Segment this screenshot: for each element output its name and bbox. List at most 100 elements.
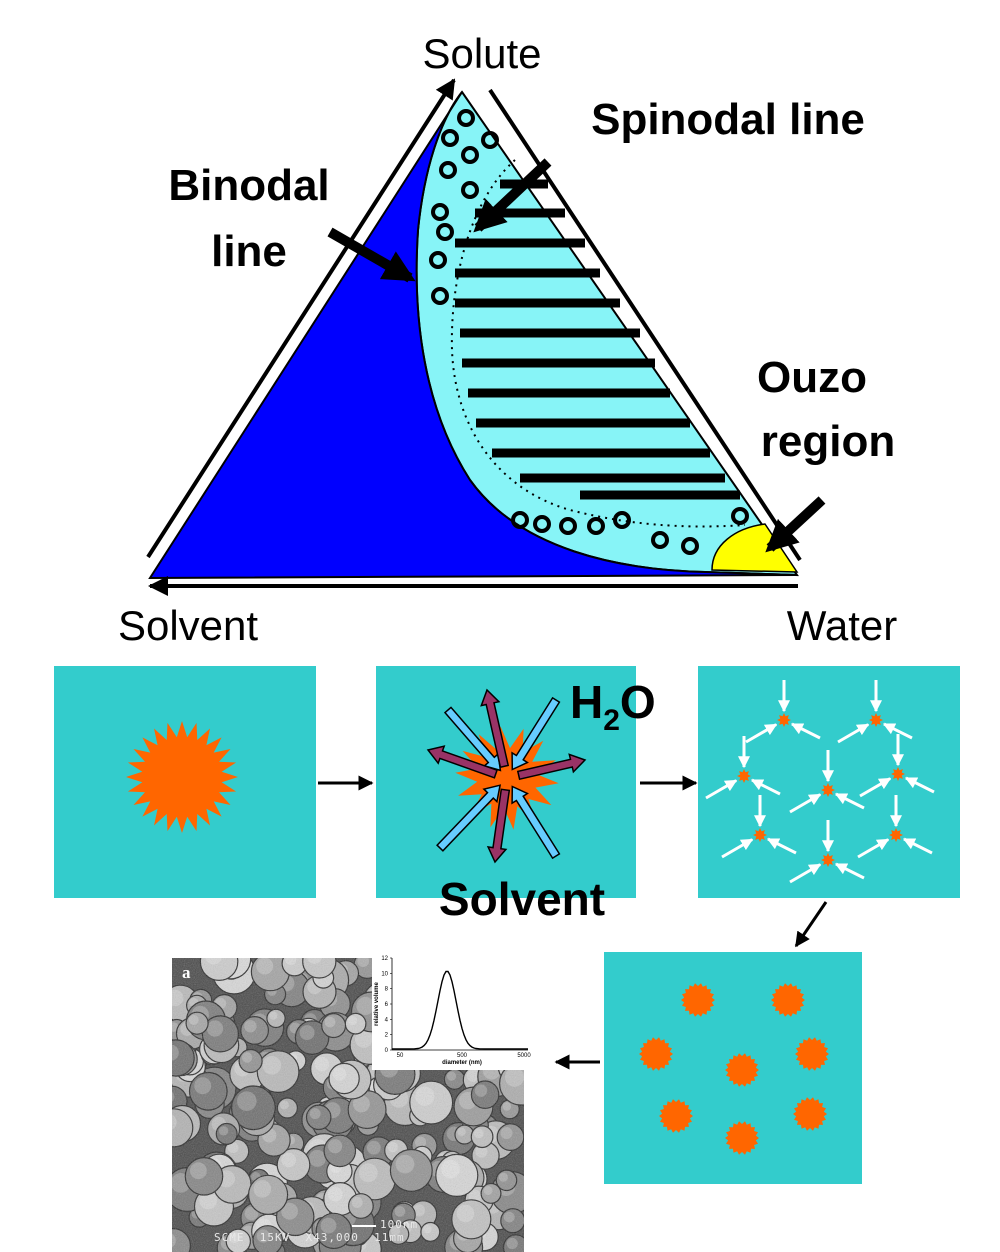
inflow-arrow: [789, 863, 822, 884]
inflow-arrow: [834, 792, 865, 810]
inflow-arrow: [902, 837, 933, 855]
panel-nanoparticles: [604, 952, 862, 1184]
nucleus: [821, 853, 835, 867]
panel-solvent-exchange: H2O: [376, 666, 656, 898]
solvent-outflow-arrow: [516, 753, 587, 781]
nanoparticle: [771, 983, 805, 1017]
solvent-outflow-label: Solvent: [439, 873, 605, 925]
solute-droplet: [126, 721, 238, 833]
single-phase-region: [148, 91, 798, 580]
vertex-solvent-label: Solvent: [118, 602, 258, 649]
nucleus: [777, 713, 791, 727]
nucleus: [869, 713, 883, 727]
inflow-arrow: [790, 722, 821, 740]
nucleus: [889, 828, 903, 842]
spinodal-pointer-arrow: [473, 158, 552, 233]
inset-y-tick-label: 0: [385, 1048, 389, 1054]
droplet-ring: [613, 511, 631, 529]
inset-x-tick-label: 50: [397, 1053, 404, 1059]
droplet-ring: [681, 537, 699, 555]
inflow-arrow: [834, 862, 865, 880]
inflow-arrow: [859, 777, 892, 798]
nucleation-sites: [705, 680, 935, 884]
inset-y-tick-label: 6: [385, 1002, 389, 1008]
spinodal-label: Spinodal line: [591, 95, 865, 144]
inset-y-tick-label: 2: [385, 1033, 389, 1039]
water-inflow-arrow: [511, 696, 561, 771]
inflow-arrow: [789, 793, 822, 814]
nucleus: [753, 828, 767, 842]
metastable-droplets: [429, 109, 749, 555]
nanoparticle: [681, 983, 715, 1017]
water-inflow-arrow: [511, 785, 561, 860]
ternary-phase-diagram: Solute Solvent Water Binodal line Spinod…: [118, 30, 897, 649]
nucleus: [891, 767, 905, 781]
inflow-arrow: [745, 723, 778, 744]
ouzo-label-line2: region: [761, 417, 895, 466]
panel-initial-droplet: [54, 666, 316, 898]
droplet-ring: [429, 251, 447, 269]
solvent-outflow-arrow: [486, 788, 511, 864]
droplet-ring: [587, 517, 605, 535]
binodal-label-line2: line: [211, 227, 287, 276]
droplet-ring: [511, 511, 529, 529]
inset-distribution-curve: [392, 970, 528, 1050]
binodal-pointer-arrow: [327, 227, 416, 283]
nanoparticle: [659, 1099, 693, 1133]
droplet-ring: [651, 531, 669, 549]
droplet-ring: [559, 517, 577, 535]
inset-ylabel: relative volume: [374, 981, 380, 1025]
ouzo-label-line1: Ouzo: [757, 353, 867, 402]
nanoparticle: [795, 1037, 829, 1071]
droplet-ring: [731, 507, 749, 525]
step-arrow-3: [794, 901, 828, 948]
inset-y-tick-label: 10: [381, 971, 388, 977]
inflow-arrow: [837, 723, 870, 744]
droplet-ring: [439, 161, 457, 179]
inflow-arrow: [857, 838, 890, 859]
inflow-arrow: [750, 778, 781, 796]
inset-xlabel: diameter (nm): [442, 1060, 482, 1066]
droplet-ring: [533, 515, 551, 533]
left-edge-arrow: [146, 78, 456, 559]
water-formula-label: H2O: [570, 676, 656, 737]
droplet-ring: [436, 223, 454, 241]
droplet-ring: [441, 129, 459, 147]
exchange-arrows: [426, 688, 587, 864]
solvent-outflow-arrow: [426, 745, 498, 779]
inset-x-tick-label: 500: [457, 1053, 468, 1059]
sem-panel-letter: a: [182, 963, 191, 982]
solvent-outflow-arrow: [480, 688, 510, 769]
droplet-ring: [481, 131, 499, 149]
inflow-arrow: [766, 837, 797, 855]
inset-y-tick-label: 12: [381, 956, 388, 962]
droplet-ring: [431, 287, 449, 305]
panel-nucleation: [698, 666, 960, 898]
vertex-solute-label: Solute: [422, 30, 541, 77]
inset-y-tick-label: 8: [385, 987, 389, 993]
inflow-arrow: [904, 776, 935, 794]
droplet-ring: [457, 109, 475, 127]
water-inflow-arrow: [436, 784, 502, 852]
sem-scale-bar-label: 100nm: [380, 1218, 418, 1231]
nanoparticle: [793, 1097, 827, 1131]
nanoparticle-dots: [639, 983, 829, 1155]
sem-footer-info: SCME 15KV X43,000 11mm: [214, 1231, 405, 1244]
droplet-ring: [461, 146, 479, 164]
inflow-arrow: [721, 838, 754, 859]
binodal-label-line1: Binodal: [168, 161, 329, 210]
nanoparticle: [725, 1121, 759, 1155]
inflow-arrow: [882, 722, 913, 740]
droplet-ring: [461, 181, 479, 199]
droplet-ring: [431, 203, 449, 221]
inflow-arrow: [705, 779, 738, 800]
nucleus: [821, 783, 835, 797]
vertex-water-label: Water: [787, 602, 897, 649]
nanoparticle: [639, 1037, 673, 1071]
ouzo-pointer-arrow: [765, 496, 826, 553]
nucleus: [737, 769, 751, 783]
inset-y-tick-label: 4: [385, 1017, 389, 1023]
